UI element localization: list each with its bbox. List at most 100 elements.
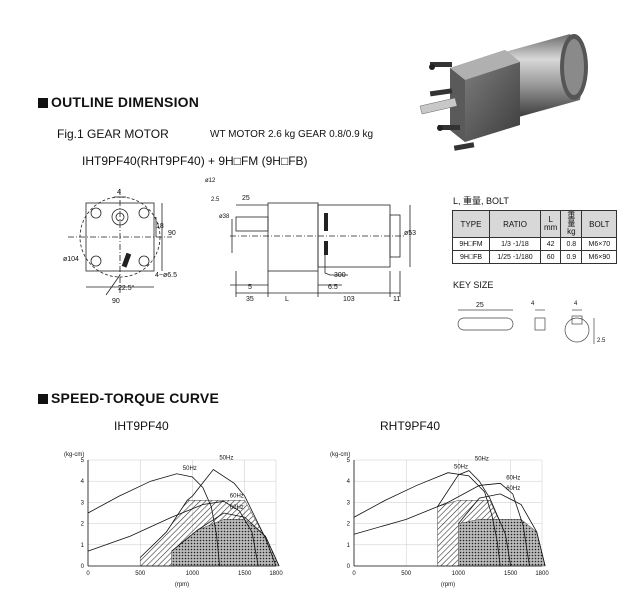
series-label: 50Hz — [475, 457, 489, 463]
x-axis-label: (rpm) — [175, 582, 189, 588]
cell-weight: 0.8 — [560, 237, 583, 251]
x-axis-label: (rpm) — [441, 582, 455, 588]
series-line — [87, 500, 259, 567]
y-tick-label: 5 — [347, 458, 351, 464]
key-dim-4-slot: 4 — [574, 301, 578, 307]
cell-weight: 0.9 — [560, 250, 583, 264]
key-size-drawing — [457, 309, 595, 344]
side-dim-L: L — [285, 296, 289, 303]
front-dim-18: 18 — [156, 223, 164, 230]
series-label: 50Hz — [183, 466, 197, 472]
side-view-drawing — [230, 202, 411, 297]
cell-bolt: M6×70 — [581, 237, 618, 251]
square-bullet-icon — [38, 394, 48, 404]
side-dim-6-5: 6.5 — [328, 284, 338, 291]
weight-text: WT MOTOR 2.6 kg GEAR 0.8/0.9 kg — [210, 129, 374, 140]
side-dim-dia12: ø12 — [205, 178, 216, 184]
y-tick-label: 0 — [347, 564, 351, 570]
front-dim-hole: 4−ø6.5 — [155, 272, 177, 279]
table-row: 9H□FM 1/3 -1/18 42 0.8 M6×70 — [452, 237, 618, 251]
front-view-drawing — [68, 189, 172, 296]
y-tick-label: 2 — [81, 522, 85, 528]
series-line — [139, 469, 277, 567]
table-row: 9H□FB 1/25 -1/180 60 0.9 M6×90 — [452, 250, 618, 264]
bolt-table-title: L, 重量, BOLT — [453, 196, 509, 206]
series-line — [87, 473, 220, 567]
header-bolt: BOLT — [581, 210, 618, 238]
key-dim-2-5: 2.5 — [597, 338, 606, 344]
front-dim-90-horizontal: 90 — [112, 298, 120, 305]
front-dim-dia104: ø104 — [63, 256, 79, 263]
series-line — [353, 472, 501, 567]
x-tick-label: 1800 — [269, 571, 283, 577]
bolt-table-header: TYPE RATIO L mm 重量 kg BOLT — [452, 210, 618, 238]
front-dim-angle: 22.5° — [118, 285, 135, 292]
cell-type: 9H□FB — [452, 250, 490, 264]
y-tick-label: 4 — [81, 479, 85, 485]
series-line — [171, 512, 280, 567]
series-label: 50Hz — [219, 456, 233, 462]
cell-l: 42 — [539, 237, 562, 251]
cell-ratio: 1/25 -1/180 — [489, 250, 541, 264]
y-tick-label: 1 — [347, 543, 351, 549]
y-tick-label: 0 — [81, 564, 85, 570]
series-line — [353, 482, 530, 567]
key-size-title: KEY SIZE — [453, 280, 494, 290]
x-tick-label: 1500 — [504, 571, 518, 577]
y-tick-label: 3 — [81, 500, 85, 506]
series-label: 60Hz — [506, 486, 520, 492]
series-line — [437, 470, 512, 567]
square-bullet-icon — [38, 98, 48, 108]
gear-motor-photo — [419, 34, 588, 151]
series-label: 60Hz — [230, 505, 244, 511]
bolt-table: TYPE RATIO L mm 重量 kg BOLT 9H□FM 1/3 -1/… — [452, 210, 618, 264]
side-dim-25: 25 — [242, 195, 250, 202]
cell-l: 60 — [539, 250, 562, 264]
front-dim-90-vertical: 90 — [168, 230, 176, 237]
series-line — [458, 493, 546, 567]
key-dim-25: 25 — [476, 302, 484, 309]
y-tick-label: 2 — [347, 522, 351, 528]
key-dim-4-width: 4 — [531, 301, 535, 307]
y-tick-label: 3 — [347, 500, 351, 506]
side-dim-dia53: ø53 — [404, 230, 417, 237]
x-tick-label: 1000 — [186, 571, 200, 577]
right-chart-title: RHT9PF40 — [380, 419, 441, 433]
header-type: TYPE — [452, 210, 490, 238]
x-tick-label: 500 — [401, 571, 412, 577]
cell-ratio: 1/3 -1/18 — [489, 237, 541, 251]
series-label: 60Hz — [230, 493, 244, 499]
model-text: IHT9PF40(RHT9PF40) + 9H□FM (9H□FB) — [82, 154, 308, 168]
speed-torque-chart-right: 50Hz 60Hz 50Hz 60Hz 0 1 2 3 4 5 0 500 1000 1500 1800 (k… — [330, 452, 549, 588]
y-tick-label: 4 — [347, 479, 351, 485]
fig-label: Fig.1 GEAR MOTOR — [57, 127, 169, 141]
front-dim-4: 4 — [117, 189, 121, 196]
header-l: L mm — [539, 210, 562, 238]
series-label: 60Hz — [506, 475, 520, 481]
x-tick-label: 1500 — [238, 571, 252, 577]
y-tick-label: 5 — [81, 458, 85, 464]
side-dim-35: 35 — [246, 296, 254, 303]
side-dim-103: 103 — [343, 296, 355, 303]
speed-torque-heading: SPEED-TORQUE CURVE — [38, 390, 219, 406]
header-ratio: RATIO — [489, 210, 541, 238]
left-chart-title: IHT9PF40 — [114, 419, 169, 433]
y-axis-label: (kg-cm) — [330, 452, 350, 458]
x-tick-label: 0 — [86, 571, 90, 577]
cell-bolt: M6×90 — [581, 250, 618, 264]
side-dim-dia38: ø38 — [219, 214, 230, 220]
side-dim-300: 300 — [334, 272, 346, 279]
outline-heading: OUTLINE DIMENSION — [38, 94, 199, 110]
side-dim-11: 11 — [393, 296, 401, 303]
x-tick-label: 1800 — [535, 571, 549, 577]
x-tick-label: 1000 — [452, 571, 466, 577]
x-tick-label: 0 — [352, 571, 356, 577]
cell-type: 9H□FM — [452, 237, 490, 251]
x-tick-label: 500 — [135, 571, 146, 577]
header-weight: 重量 kg — [560, 210, 583, 238]
speed-torque-chart-left: 50Hz 60Hz 50Hz 60Hz 0 1 2 3 4 5 0 500 1000 1500 1800 (k… — [64, 452, 283, 588]
series-label: 50Hz — [454, 465, 468, 471]
y-tick-label: 1 — [81, 543, 85, 549]
side-dim-5: 5 — [248, 284, 252, 291]
y-axis-label: (kg-cm) — [64, 452, 84, 458]
